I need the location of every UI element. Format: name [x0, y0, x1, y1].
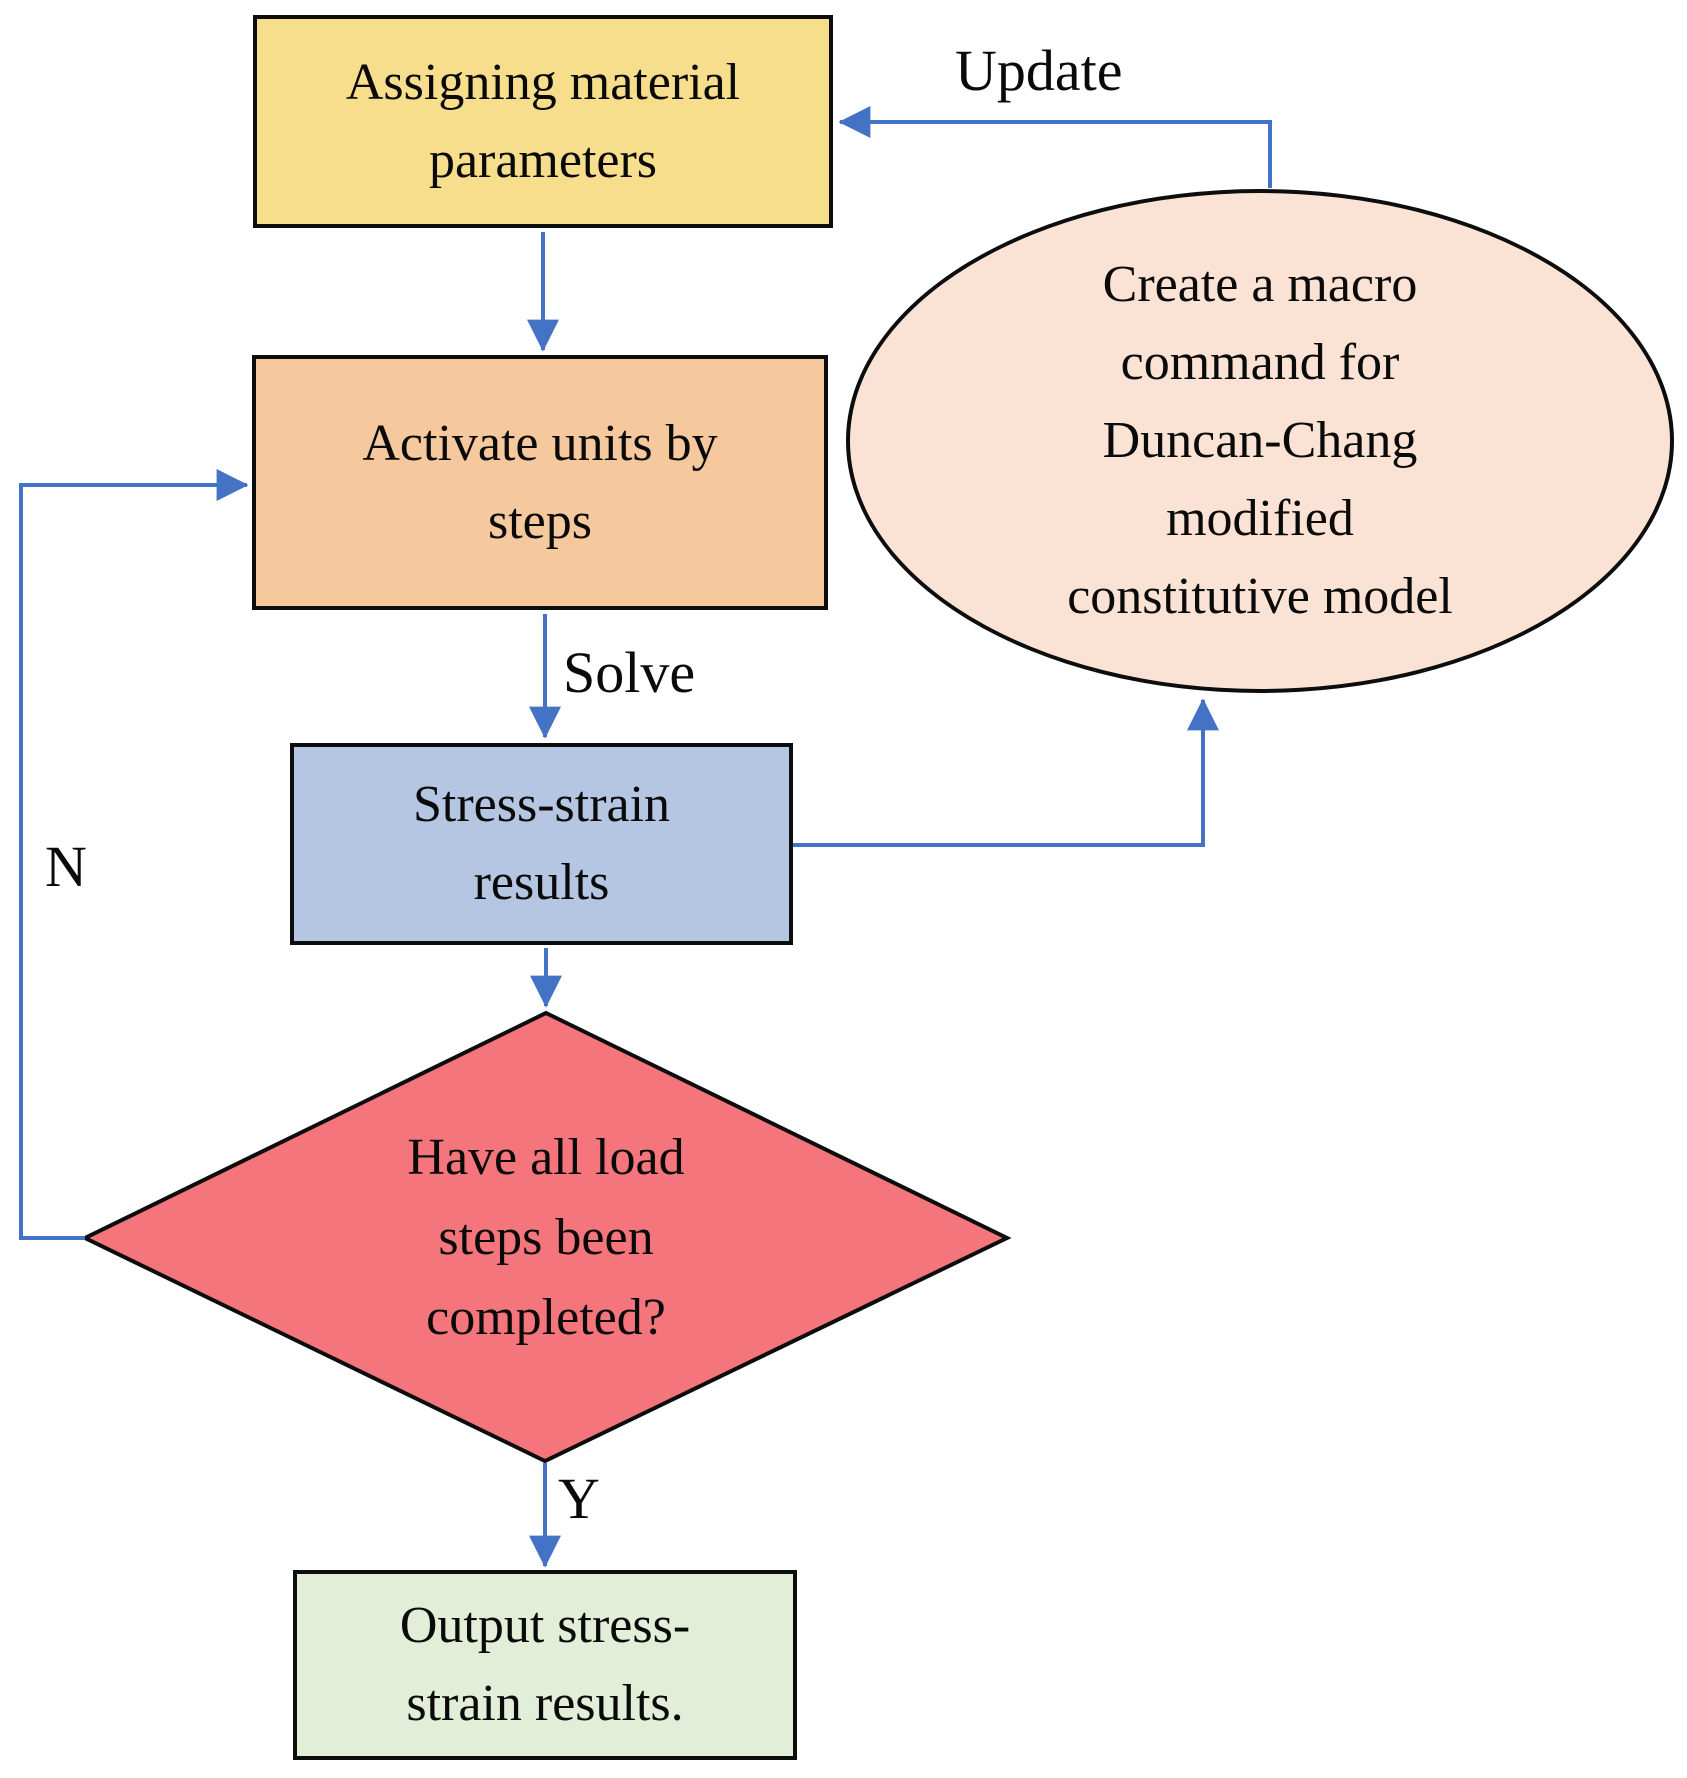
node-activate-units-by-steps: Activate units by steps	[252, 355, 828, 610]
node-output-stress-strain-results: Output stress- strain results.	[293, 1570, 797, 1760]
edge-label-update: Update	[955, 38, 1123, 103]
edge-macro-to-assign-update	[838, 106, 1272, 188]
edge-stress-to-macro	[793, 698, 1219, 847]
node-assigning-material-parameters: Assigning material parameters	[253, 15, 833, 228]
node-create-macro-command-ellipse: Create a macro command for Duncan-Chang …	[846, 189, 1674, 693]
edge-label-no: N	[45, 834, 87, 899]
node-decision-label: Have all load steps been completed?	[407, 1129, 685, 1346]
node-stress-strain-results: Stress-strain results	[290, 743, 793, 945]
edge-label-yes: Y	[558, 1466, 600, 1531]
edge-label-solve: Solve	[563, 640, 696, 705]
